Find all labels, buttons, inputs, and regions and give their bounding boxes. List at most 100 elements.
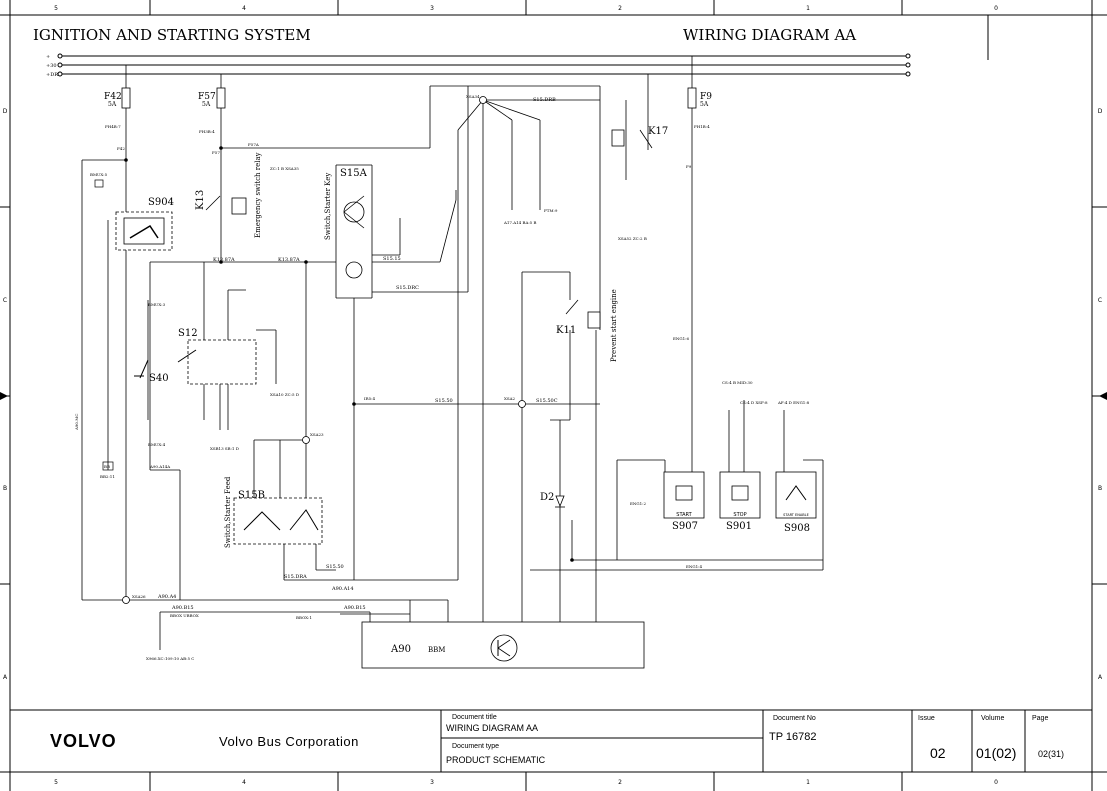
net-xsa34: XSA34 (466, 94, 480, 99)
s907-label: S907 (672, 521, 698, 532)
net-labels: S15.DRB XSA34 S15.DRC S15.15 K13.87A K13… (74, 94, 703, 661)
doc-no-caption: Document No (773, 715, 816, 722)
net-bmux4: BMUX:4 (148, 442, 166, 447)
net-s15-50b: S15.50 (326, 564, 344, 570)
zone-col-bottom: 4 (242, 779, 246, 786)
net-xsa23: XSA23 (310, 432, 324, 437)
doc-no: TP 16782 (769, 731, 817, 743)
connector-nodes (122, 96, 526, 604)
net-s15drb: S15.DRB (533, 97, 556, 103)
zone-row-left: B (3, 485, 7, 492)
zc1b-label: ZC:1 B XSA35 (270, 166, 299, 171)
switch-s907: START S907 (663, 471, 705, 532)
s12-label: S12 (178, 328, 198, 339)
fuse-f9-rating: 5A (700, 101, 709, 108)
system-title: IGNITION AND STARTING SYSTEM (33, 26, 311, 44)
zone-col-bottom: 1 (806, 779, 810, 786)
fuse-f9: F9 5A FH1B:4 F9 (686, 87, 712, 169)
center-mark-left-icon (0, 392, 8, 400)
zone-row-right: B (1098, 485, 1102, 492)
net-k13-87a-2: K13.87A (278, 257, 300, 263)
fuse-f9-wire: FH1B:4 (694, 124, 710, 129)
net-ftm9: FTM:9 (544, 208, 558, 213)
net-a90-a14: A90.A14 (331, 586, 354, 592)
zone-col-bottom: 2 (618, 779, 622, 786)
s15a-function: Switch,Starter Key (324, 173, 332, 240)
volume-value: 01(02) (976, 745, 1016, 761)
cs4d-label: CS:4 D XSF:8 (740, 400, 768, 405)
volume-caption: Volume (981, 715, 1004, 722)
doc-type: PRODUCT SCHEMATIC (446, 755, 546, 765)
dashboard-refs: CS:4 B MID:30 CS:4 D XSF:8 AF:4 D ENG1:8 (722, 380, 810, 405)
switch-s12: S12 XSA10 ZC:5 D XSB13 SB:1 D (177, 328, 299, 451)
fuse-f42-id: F42 (104, 92, 122, 102)
s15b-label: S15B (238, 490, 265, 501)
net-f57a: F57A (248, 142, 259, 147)
zone-col-top: 5 (54, 5, 58, 12)
zone-col-top: 4 (242, 5, 246, 12)
xsb13-label: XSB13 SB:1 D (210, 446, 239, 451)
relay-k17: K17 XSA52 ZC:2 B (611, 126, 668, 241)
fuse-f42: F42 5A FH4B:7 F42 (104, 87, 131, 151)
zone-row-right: D (1098, 108, 1103, 115)
doc-type-caption: Document type (452, 743, 499, 750)
switch-s908: START ENABLE S908 (775, 471, 817, 534)
rail-label: +30 (46, 63, 57, 69)
net-eng1-2: ENG1:2 (630, 501, 647, 506)
net-s15-50: S15.50 (435, 398, 453, 404)
af4d-label: AF:4 D ENG1:8 (777, 400, 810, 405)
s907-caption: START (676, 512, 692, 518)
net-bmux3: BMUX:3 (148, 302, 166, 307)
net-a90-b15: A90.B15 (171, 605, 194, 611)
zone-row-right: C (1098, 297, 1102, 304)
net-a90-b15-2: A90.B15 (343, 605, 366, 611)
switch-s15b: S15B Switch,Starter Feed (224, 476, 323, 548)
company-name: Volvo Bus Corporation (219, 734, 359, 749)
s40-label: S40 (149, 373, 169, 384)
wire-network (81, 56, 824, 650)
fuse-f42-rating: 5A (108, 101, 117, 108)
net-xsa2: XSA2 (504, 396, 515, 401)
diode-d2: D2 (540, 492, 565, 508)
s904-label: S904 (148, 197, 174, 208)
switch-s901: STOP S901 (719, 471, 761, 532)
net-xsa26: XSA26 (132, 594, 146, 599)
diagram-title: WIRING DIAGRAM AA (683, 26, 856, 44)
switch-s40: S40 (134, 359, 169, 384)
switch-s15a: S15A Switch,Starter Key (324, 168, 368, 279)
fuse-f42-feed: F42 (117, 146, 125, 151)
issue-value: 02 (930, 745, 946, 761)
zone-row-left: D (3, 108, 8, 115)
net-bbox1: BBOX:1 (296, 615, 312, 620)
zone-row-left: C (3, 297, 7, 304)
fuse-f57-feed: F57 (212, 150, 220, 155)
a90-label: A90 (390, 644, 411, 655)
zone-col-bottom: 5 (54, 779, 58, 786)
net-s15-15: S15.15 (383, 256, 401, 262)
supply-rails (57, 53, 911, 77)
connector-bb: BB BB2:11 (100, 461, 115, 479)
net-k13-87a: K13.87A (213, 257, 235, 263)
net-eng1-4: ENG1:4 (686, 564, 703, 569)
net-ir5-4: IR5:4 (364, 396, 375, 401)
doc-title-caption: Document title (452, 714, 497, 721)
net-x966: X966.XC:109:10 AB:5 C (146, 656, 194, 661)
rail-labels: + +30 +DR (46, 54, 58, 78)
zone-row-right: A (1098, 674, 1103, 681)
k13-function: Emergency switch relay (254, 152, 262, 238)
cs4b-label: CS:4 B MID:30 (722, 380, 753, 385)
control-unit-a90: A90 BBM (361, 621, 645, 669)
page-caption: Page (1032, 715, 1048, 722)
fuse-f57: F57 5A FH3B:4 F57 (198, 87, 226, 155)
s901-label: S901 (726, 521, 752, 532)
rail-label: + (46, 54, 50, 60)
zone-col-bottom: 0 (994, 779, 998, 786)
net-a90-mc: A90.MC (74, 414, 79, 431)
fuse-f42-wire: FH4B:7 (105, 124, 121, 129)
net-bbox: BBOX UBBOX (170, 613, 199, 618)
fuse-f57-rating: 5A (202, 101, 211, 108)
volvo-logo: VOLVO (50, 731, 117, 751)
k11-function: Prevent start engine (610, 289, 618, 362)
k11-label: K11 (556, 325, 576, 336)
